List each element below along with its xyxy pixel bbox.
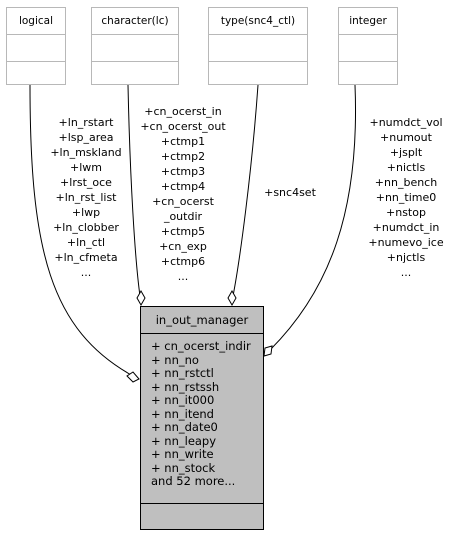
more-attributes: and 52 more... — [151, 474, 236, 488]
type-title: logical — [7, 8, 65, 35]
type-title: type(snc4_ctl) — [209, 8, 307, 35]
type-box-logical[interactable]: logical — [6, 7, 66, 85]
attribute: + nn_rstctl — [151, 366, 214, 380]
attribute: + nn_it000 — [151, 393, 215, 407]
diamond-logical — [126, 371, 140, 383]
class-title: in_out_manager — [141, 307, 263, 334]
edge-logical — [29, 84, 134, 377]
type-box-integer[interactable]: integer — [338, 7, 398, 85]
attribute-list: + cn_ocerst_indir + nn_no + nn_rstctl + … — [141, 334, 263, 504]
edge-label-logical: +ln_rstart+lsp_area +ln_mskland+lwm +lrs… — [50, 116, 122, 279]
attribute: + nn_leapy — [151, 433, 217, 448]
class-box-in-out-manager[interactable]: in_out_manager + cn_ocerst_indir + nn_no… — [140, 306, 264, 530]
edge-character — [127, 84, 141, 297]
type-box-snc4[interactable]: type(snc4_ctl) — [208, 7, 308, 85]
attribute: + cn_ocerst_indir — [151, 339, 251, 353]
edge-label-snc4: +snc4set — [264, 186, 316, 199]
edge-integer — [269, 84, 357, 351]
edge-label-integer: +numdct_vol+numout +jsplt+nictls +nn_ben… — [368, 116, 444, 279]
attribute: + nn_stock — [151, 460, 216, 475]
edge-snc4 — [232, 84, 259, 297]
type-title: character(lc) — [92, 8, 178, 35]
attribute: + nn_rstssh — [151, 379, 220, 394]
attribute: + nn_date0 — [151, 420, 218, 434]
type-title: integer — [339, 8, 397, 35]
diamond-integer — [263, 345, 273, 357]
diamond-character — [136, 289, 146, 307]
attribute: + nn_no — [151, 352, 199, 367]
diamond-snc4 — [227, 289, 237, 307]
attribute: + nn_itend — [151, 406, 214, 421]
edge-label-character: +cn_ocerst_in+cn_ocerst_out +ctmp1+ctmp2… — [140, 105, 226, 283]
attribute: + nn_write — [151, 447, 214, 461]
type-box-character[interactable]: character(lc) — [91, 7, 179, 85]
